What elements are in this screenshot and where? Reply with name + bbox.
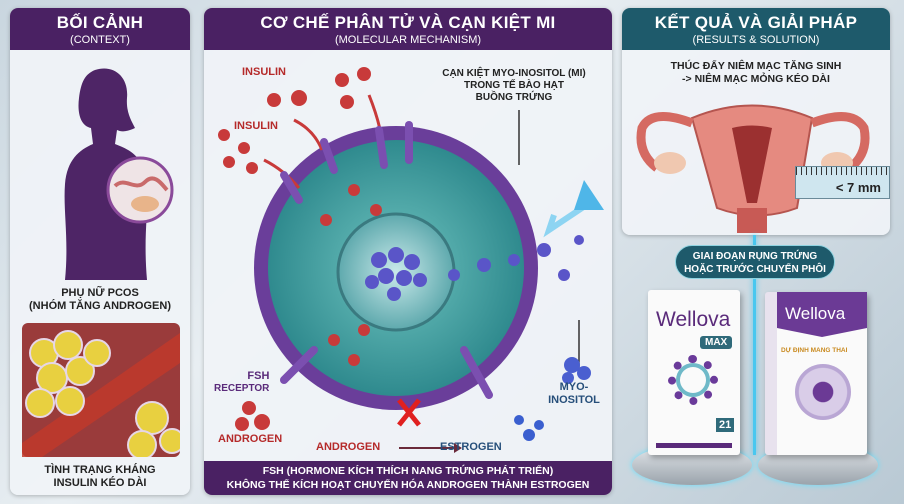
connector-line <box>753 235 756 455</box>
myo-inositol-molecule <box>562 357 591 384</box>
insulin-resistance-caption: TÌNH TRẠNG KHÁNG INSULIN KÉO DÀI <box>10 464 190 490</box>
endometrium-ruler: < 7 mm <box>795 166 890 199</box>
product-variant: MAX <box>700 336 733 349</box>
insulin-caption-line2: INSULIN KÉO DÀI <box>53 477 147 490</box>
woman-silhouette-icon <box>64 68 174 280</box>
product-tagline: DỰ ĐỊNH MANG THAI <box>781 347 848 354</box>
results-text-line1: THÚC ĐẨY NIÊM MẠC TĂNG SINH <box>670 60 842 72</box>
context-panel: BỐI CẢNH (CONTEXT) PHỤ NỮ PCOS (NHÓM TĂN… <box>10 8 190 495</box>
conversion-to-label: ESTROGEN <box>440 441 502 453</box>
results-text-line2: -> NIÊM MẠC MỎNG KÉO DÀI <box>682 72 830 85</box>
ruler-value: < 7 mm <box>835 180 881 195</box>
product-egg-icon <box>795 364 851 420</box>
estrogen-molecules <box>514 415 544 441</box>
context-title: BỐI CẢNH <box>56 13 144 32</box>
cell-nucleus <box>336 212 456 332</box>
results-text: THÚC ĐẨY NIÊM MẠC TĂNG SINH -> NIÊM MẠC … <box>622 60 890 85</box>
woman-label: PHỤ NỮ PCOS (NHÓM TĂNG ANDROGEN) <box>10 287 190 313</box>
footer-line2: KHÔNG THỂ KÍCH HOẠT CHUYỂN HÓA ANDROGEN … <box>226 479 590 492</box>
mechanism-subtitle: (MOLECULAR MECHANISM) <box>334 34 482 46</box>
woman-label-line1: PHỤ NỮ PCOS <box>61 287 139 299</box>
insulin-resistance-illustration <box>22 323 180 457</box>
product-brand: Wellova <box>785 304 846 323</box>
results-subtitle: (RESULTS & SOLUTION) <box>692 34 820 46</box>
stage-line1: GIAI ĐOẠN RỤNG TRỨNG <box>692 251 818 262</box>
mi-line1: MYO- <box>559 381 589 393</box>
granulosa-cell-diagram <box>218 67 604 453</box>
insulin-molecules <box>218 67 382 431</box>
woman-label-line2: (NHÓM TĂNG ANDROGEN) <box>29 300 171 313</box>
context-subtitle: (CONTEXT) <box>70 34 130 46</box>
mi-depletion-callout: CẠN KIỆT MYO-INOSITOL (MI) TRONG TẾ BÀO … <box>416 68 612 104</box>
blocked-x-icon <box>397 398 421 427</box>
results-panel: KẾT QUẢ VÀ GIẢI PHÁP (RESULTS & SOLUTION… <box>622 8 890 235</box>
myo-inositol-cluster <box>365 235 584 301</box>
insulin-label-top: INSULIN <box>242 66 286 78</box>
mechanism-header: CƠ CHẾ PHÂN TỬ VÀ CẠN KIỆT MI (MOLECULAR… <box>204 8 612 50</box>
results-header: KẾT QUẢ VÀ GIẢI PHÁP (RESULTS & SOLUTION… <box>622 8 890 50</box>
insulin-label-left: INSULIN <box>234 120 278 132</box>
conversion-from-label: ANDROGEN <box>316 441 381 453</box>
product-stripe <box>656 443 732 448</box>
product-count: 21 <box>716 418 735 432</box>
stage-pill: GIAI ĐOẠN RỤNG TRỨNG HOẶC TRƯỚC CHUYỂN P… <box>675 245 835 279</box>
callout-line3: BUỒNG TRỨNG <box>475 92 553 103</box>
stage-line2: HOẶC TRƯỚC CHUYỂN PHÔI <box>684 264 826 275</box>
product-top-band <box>777 292 867 337</box>
receptors <box>280 121 493 399</box>
mechanism-footer: FSH (HORMONE KÍCH THÍCH NANG TRỨNG PHÁT … <box>204 461 612 495</box>
myo-inositol-label: MYO- INOSITOL <box>544 381 604 407</box>
callout-line1: CẠN KIỆT MYO-INOSITOL (MI) <box>442 68 586 79</box>
mechanism-title: CƠ CHẾ PHÂN TỬ VÀ CẠN KIỆT MI <box>260 13 556 32</box>
product-wellova-max: Wellova MAX 21 <box>648 290 740 455</box>
fsh-line1: FSH <box>247 370 270 382</box>
insulin-caption-line1: TÌNH TRẠNG KHÁNG <box>44 464 156 476</box>
arrow-head-icon <box>574 180 604 210</box>
callout-line2: TRONG TẾ BÀO HẠT <box>464 80 564 91</box>
context-header: BỐI CẢNH (CONTEXT) <box>10 8 190 50</box>
footer-line1: FSH (HORMONE KÍCH THÍCH NANG TRỨNG PHÁT … <box>262 465 554 477</box>
uterus-illustration <box>636 104 870 233</box>
fsh-receptor-label: FSH RECEPTOR <box>214 370 269 395</box>
product-brand: Wellova <box>656 308 731 331</box>
androgen-label: ANDROGEN <box>218 433 283 445</box>
mi-line2: INOSITOL <box>548 394 600 407</box>
fsh-line2: RECEPTOR <box>214 383 270 395</box>
mechanism-panel: CƠ CHẾ PHÂN TỬ VÀ CẠN KIỆT MI (MOLECULAR… <box>204 8 612 495</box>
results-title: KẾT QUẢ VÀ GIẢI PHÁP <box>654 13 858 32</box>
product-logo-icon <box>668 355 718 405</box>
product-wellova: Wellova DỰ ĐỊNH MANG THAI <box>765 292 867 455</box>
